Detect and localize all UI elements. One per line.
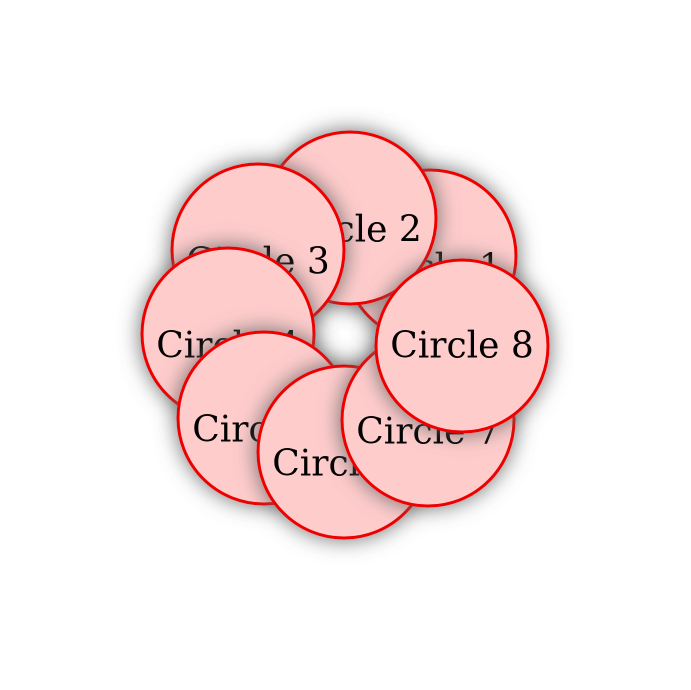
circle-label-8: Circle 8 — [390, 326, 534, 367]
circle-shape-8 — [374, 258, 550, 434]
circle-node-8: Circle 8 — [374, 258, 550, 434]
